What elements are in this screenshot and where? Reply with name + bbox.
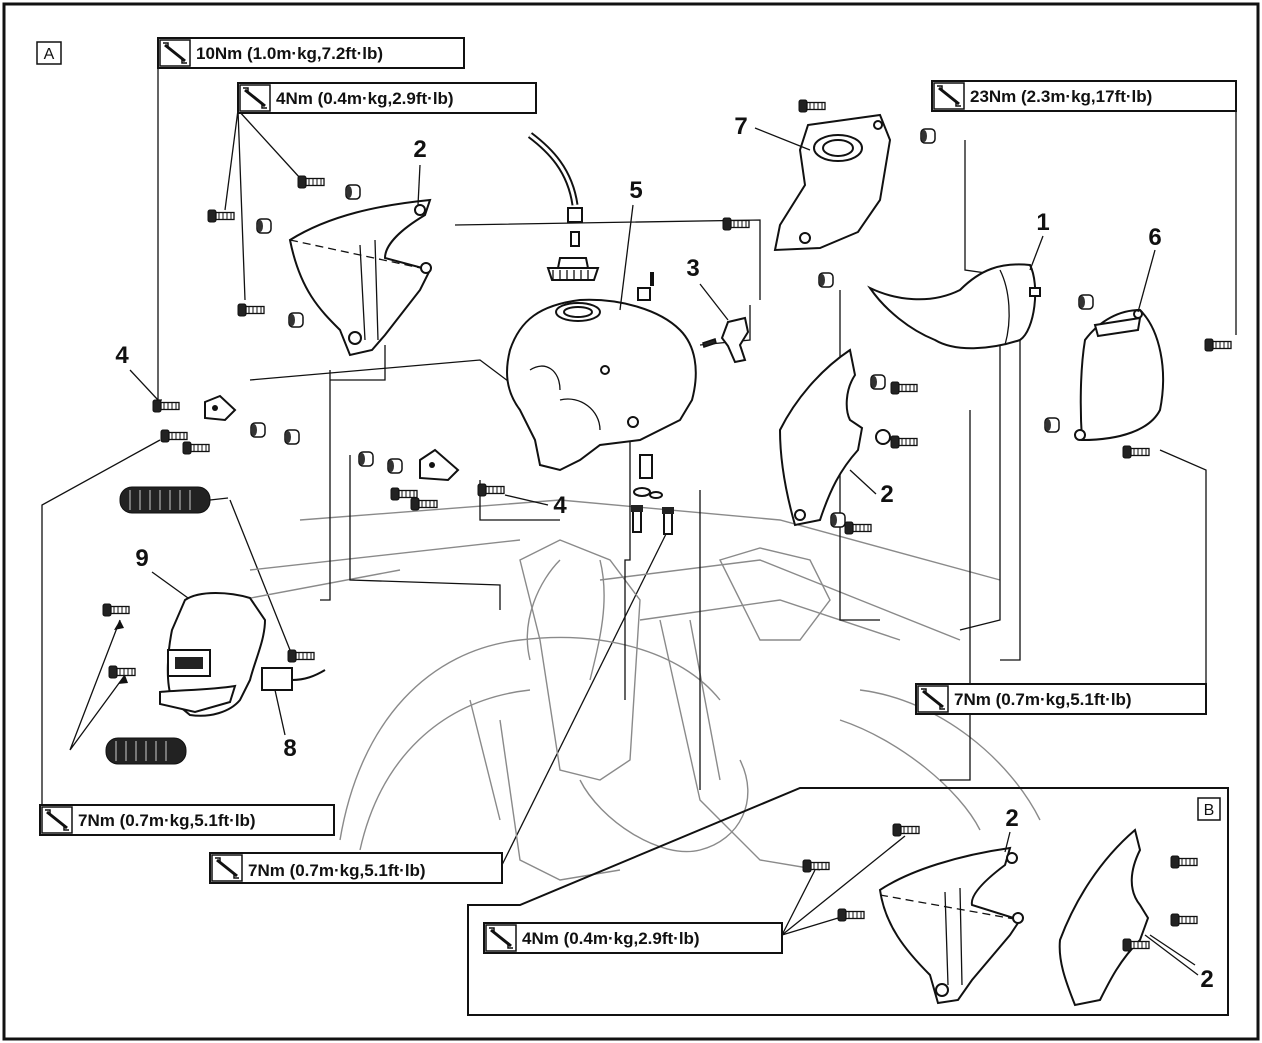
handlebar-grip-bottom xyxy=(105,737,187,765)
tank-mount-bracket-center xyxy=(419,448,460,482)
tank-mount-pin xyxy=(633,454,663,499)
fuel-cap xyxy=(546,257,600,281)
callout-2-center: 2 xyxy=(880,481,893,508)
torque-wrench-icon xyxy=(210,853,244,883)
callout-6: 6 xyxy=(1148,224,1161,251)
callout-9: 9 xyxy=(135,545,148,572)
torque-wrench-icon xyxy=(40,805,74,835)
breather-hose xyxy=(527,132,583,247)
callout-3: 3 xyxy=(686,255,699,282)
rear-upper-cover xyxy=(773,113,892,252)
torque-wrench-icon xyxy=(916,684,950,714)
torque-label-7nm-right: 7Nm (0.7m·kg,5.1ft·lb) xyxy=(915,683,1207,715)
torque-text: 4Nm (0.4m·kg,2.9ft·lb) xyxy=(276,89,454,108)
side-cover-left-top xyxy=(288,198,432,357)
torque-label-10nm: 10Nm (1.0m·kg,7.2ft·lb) xyxy=(157,37,465,69)
callout-4-center: 4 xyxy=(553,492,567,519)
vertical-screws xyxy=(631,505,674,535)
seat xyxy=(867,263,1041,350)
callout-8: 8 xyxy=(283,735,296,762)
inset-a-text: A xyxy=(44,46,55,63)
fuel-tank xyxy=(506,298,697,472)
torque-label-7nm-center: 7Nm (0.7m·kg,5.1ft·lb) xyxy=(209,852,503,884)
torque-text: 10Nm (1.0m·kg,7.2ft·lb) xyxy=(196,44,383,63)
torque-label-4nm-bottom: 4Nm (0.4m·kg,2.9ft·lb) xyxy=(483,922,783,954)
callout-1: 1 xyxy=(1036,209,1049,236)
torque-label-4nm-top: 4Nm (0.4m·kg,2.9ft·lb) xyxy=(237,82,537,114)
torque-text: 7Nm (0.7m·kg,5.1ft·lb) xyxy=(954,690,1132,709)
torque-wrench-icon xyxy=(932,81,966,111)
callout-leaders xyxy=(129,127,1199,976)
torque-wrench-icon xyxy=(484,923,518,953)
handlebar-grip-top xyxy=(119,486,229,514)
headlight-number-plate xyxy=(159,592,267,717)
leader-lines xyxy=(41,66,1237,936)
torque-wrench-icon xyxy=(158,38,192,68)
callout-4-left: 4 xyxy=(115,342,129,369)
torque-text: 7Nm (0.7m·kg,5.1ft·lb) xyxy=(248,861,426,880)
callout-5: 5 xyxy=(629,177,642,204)
inset-b: B xyxy=(467,787,1229,1016)
callout-2-top: 2 xyxy=(413,136,426,163)
torque-label-7nm-left: 7Nm (0.7m·kg,5.1ft·lb) xyxy=(39,804,335,836)
side-number-plate xyxy=(1074,308,1165,442)
callout-numbers: 2 5 3 7 1 6 4 4 2 9 8 2 2 xyxy=(115,113,1213,993)
torque-text: 4Nm (0.4m·kg,2.9ft·lb) xyxy=(522,929,700,948)
tank-mount-bracket-left xyxy=(204,394,237,422)
wire-connector xyxy=(261,667,326,691)
torque-text: 7Nm (0.7m·kg,5.1ft·lb) xyxy=(78,811,256,830)
callout-2-inset-left: 2 xyxy=(1005,805,1018,832)
torque-text: 23Nm (2.3m·kg,17ft·lb) xyxy=(970,87,1152,106)
inset-a-label: A xyxy=(36,41,62,65)
callout-7: 7 xyxy=(734,113,747,140)
callout-2-inset-right: 2 xyxy=(1200,966,1213,993)
side-cover-center xyxy=(778,348,891,527)
inset-b-text: B xyxy=(1204,802,1215,819)
torque-label-23nm: 23Nm (2.3m·kg,17ft·lb) xyxy=(931,80,1237,112)
torque-wrench-icon xyxy=(238,83,272,113)
tank-bracket xyxy=(637,272,750,364)
